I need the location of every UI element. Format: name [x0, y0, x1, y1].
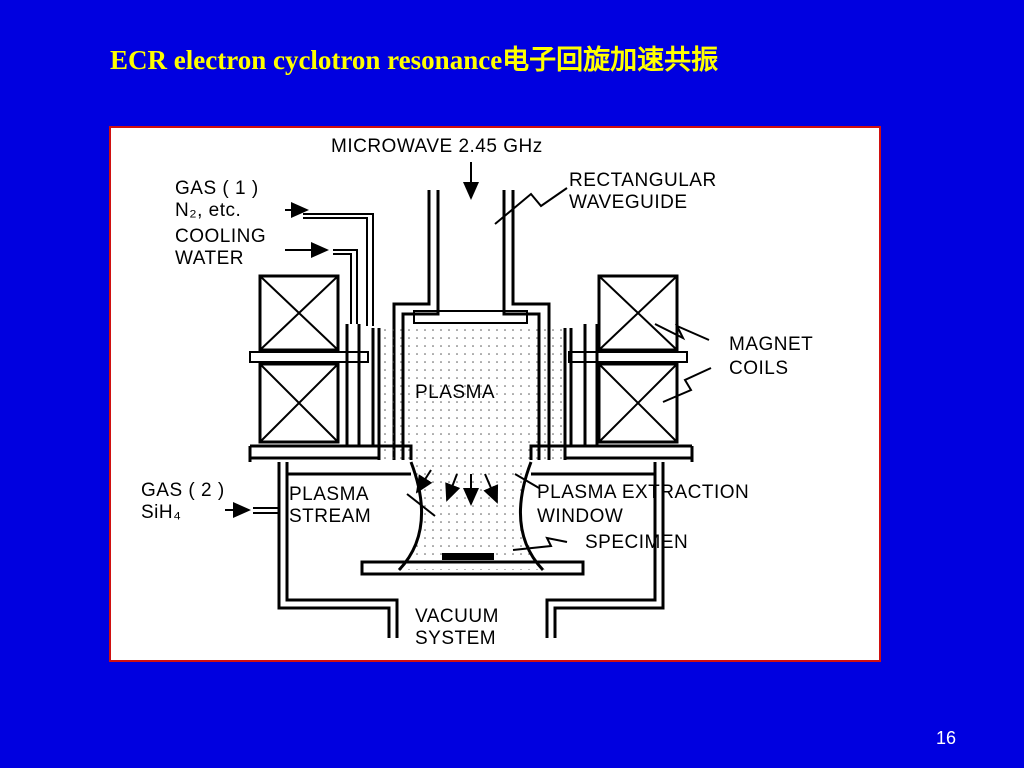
specimen-label: SPECIMEN	[585, 532, 688, 553]
water-label: WATER	[175, 248, 244, 269]
plasma-chamber	[371, 325, 573, 570]
coils-label: COILS	[729, 358, 789, 379]
magnet-coil-left	[249, 274, 369, 448]
plasma-label: PLASMA	[415, 382, 495, 403]
page-number: 16	[936, 728, 957, 748]
gas2-label: GAS ( 2 )	[141, 480, 225, 501]
arrows	[225, 162, 499, 518]
magnet-label: MAGNET	[729, 334, 813, 355]
leader-lines	[406, 187, 712, 551]
extraction-label-2: WINDOW	[537, 506, 623, 527]
ecr-diagram: MICROWAVE 2.45 GHz RECTANGULAR WAVEGUIDE…	[109, 126, 881, 662]
plasma-stream-label-1: PLASMA	[289, 484, 369, 505]
extraction-label-1: PLASMA EXTRACTION	[537, 482, 749, 503]
gas1-label: GAS ( 1 )	[175, 178, 259, 199]
system-label: SYSTEM	[415, 628, 496, 649]
vacuum-label: VACUUM	[415, 606, 499, 627]
rectangular-label: RECTANGULAR	[569, 170, 717, 191]
gas-inlet-pipes	[253, 213, 374, 514]
magnet-coil-right	[568, 274, 688, 448]
flange	[248, 444, 694, 462]
slide-title: ECR electron cyclotron resonance电子回旋加速共振	[110, 45, 719, 75]
specimen-stage	[360, 553, 585, 576]
cooling-label: COOLING	[175, 226, 266, 247]
n2-label: N₂, etc.	[175, 200, 241, 221]
plasma-stream-label-2: STREAM	[289, 506, 371, 527]
sih4-label: SiH₄	[141, 502, 181, 523]
vacuum-chamber	[277, 462, 665, 638]
waveguide-label: WAVEGUIDE	[569, 192, 688, 213]
microwave-label: MICROWAVE 2.45 GHz	[331, 136, 543, 157]
